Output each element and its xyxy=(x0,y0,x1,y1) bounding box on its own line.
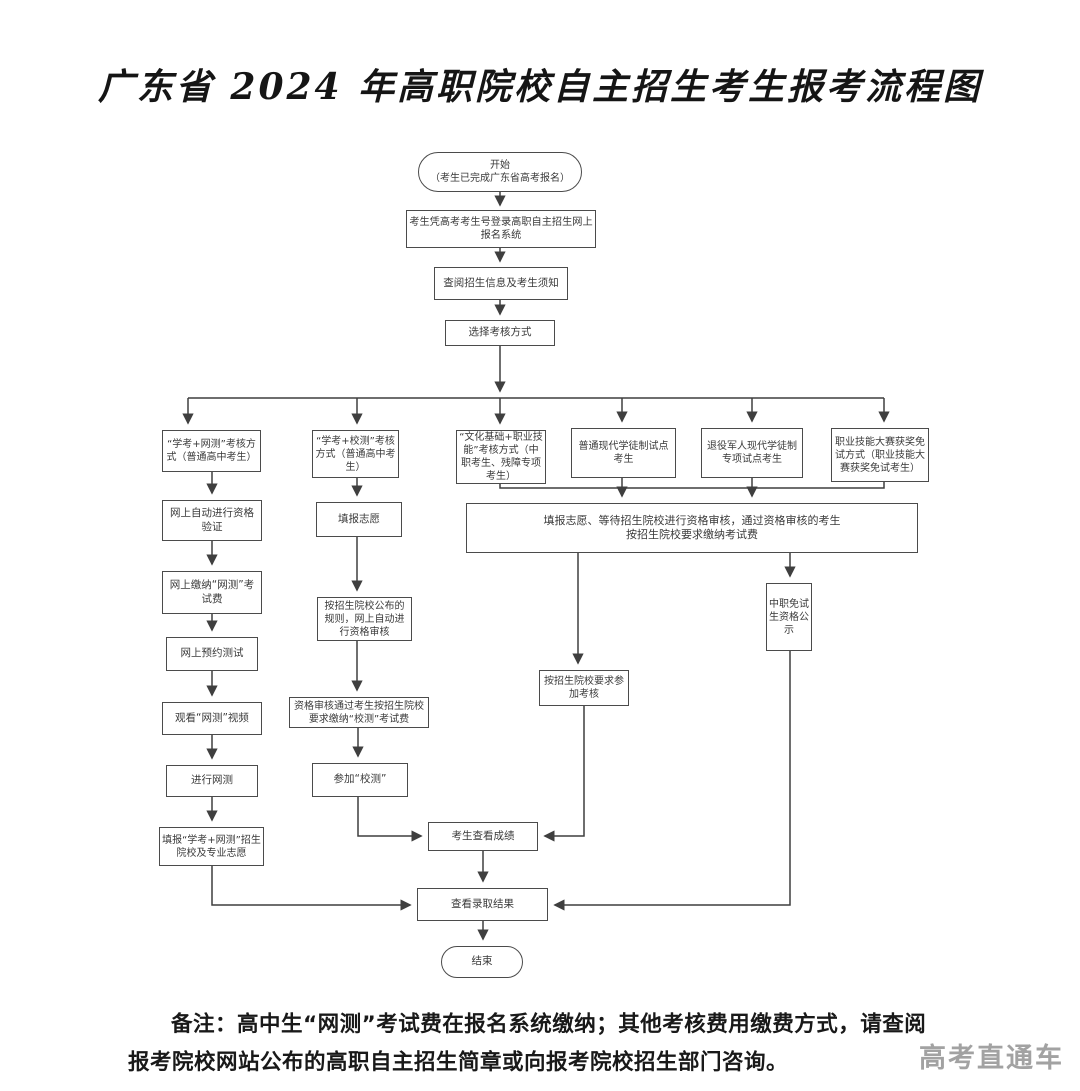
node-xiaoce-pay-fee: 资格审核通过考生按招生院校要求缴纳“校测”考试费 xyxy=(289,697,429,728)
node-branch-xuetuzhi: 普通现代学徒制试点考生 xyxy=(571,428,676,478)
node-wangce-watch-video: 观看“网测”视频 xyxy=(162,702,262,735)
node-start: 开始 （考生已完成广东省高考报名） xyxy=(418,152,582,192)
node-wangce-fill-preference: 填报“学考+网测”招生院校及专业志愿 xyxy=(159,827,264,866)
node-wangce-test: 进行网测 xyxy=(166,765,258,797)
node-view-score: 考生查看成绩 xyxy=(428,822,538,851)
node-end: 结束 xyxy=(441,946,523,978)
node-merge-fill-pay: 填报志愿、等待招生院校进行资格审核，通过资格审核的考生 按招生院校要求缴纳考试费 xyxy=(466,503,918,553)
node-view-result: 查看录取结果 xyxy=(417,888,548,921)
node-branch-jineng-dasai: 职业技能大赛获奖免试方式（职业技能大赛获奖免试考生） xyxy=(831,428,929,482)
node-branch-wenhua-jineng: “文化基础+职业技能”考核方式（中职考生、残障专项考生） xyxy=(456,430,546,484)
watermark-gaokao-zhitongche: 高考直通车 xyxy=(919,1043,1064,1074)
node-branch-xuekao-xiaoce: “学考+校测”考核方式（普通高中考生） xyxy=(312,430,399,478)
node-check-info: 查阅招生信息及考生须知 xyxy=(434,267,568,300)
node-wangce-verify: 网上自动进行资格验证 xyxy=(162,500,262,541)
node-xiaoce-fill-preference: 填报志愿 xyxy=(316,502,402,537)
node-zhongzhi-publicity: 中职免试生资格公示 xyxy=(766,583,812,651)
node-branch-xuekao-wangce: “学考+网测”考核方式（普通高中考生） xyxy=(162,430,261,472)
node-branch-tuiyi-junren: 退役军人现代学徒制专项试点考生 xyxy=(701,428,803,478)
node-xiaoce-auto-review: 按招生院校公布的规则，网上自动进行资格审核 xyxy=(317,597,412,641)
node-attend-assessment: 按招生院校要求参加考核 xyxy=(539,670,629,706)
footnote: 备注：高中生“网测”考试费在报名系统缴纳；其他考核费用缴费方式，请查阅报考院校网… xyxy=(128,1012,927,1075)
node-login-system: 考生凭高考考生号登录高职自主招生网上 报名系统 xyxy=(406,210,596,248)
node-choose-method: 选择考核方式 xyxy=(445,320,555,346)
node-wangce-pay: 网上缴纳“网测”考试费 xyxy=(162,571,262,614)
page-title: 广东省 2024 年高职院校自主招生考生报考流程图 xyxy=(97,66,983,108)
node-wangce-book: 网上预约测试 xyxy=(166,637,258,671)
node-xiaoce-attend: 参加“校测” xyxy=(312,763,408,797)
